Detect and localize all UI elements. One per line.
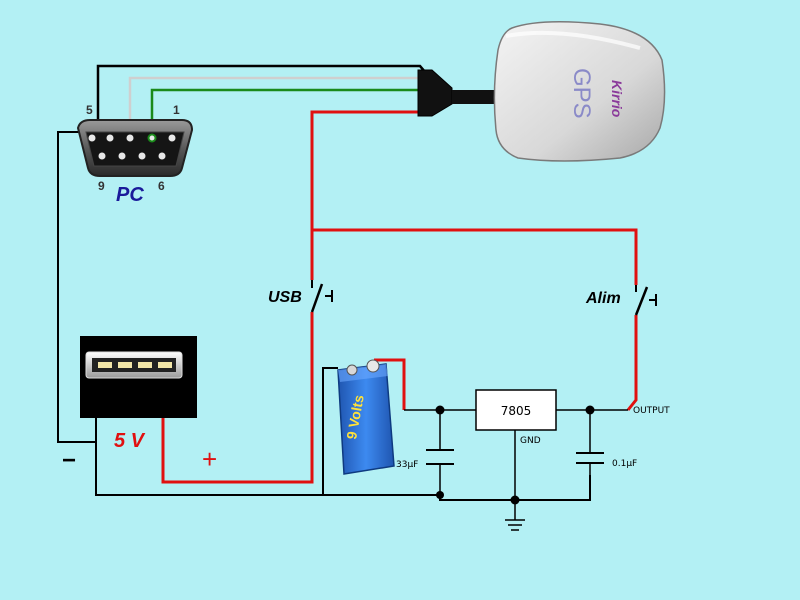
usb-switch: USB bbox=[268, 280, 333, 313]
regulator-gnd-label: GND bbox=[520, 436, 541, 446]
usb-switch-label: USB bbox=[268, 289, 302, 306]
usb-socket: 5 V − + bbox=[62, 336, 217, 474]
wire-black-pc-ground bbox=[57, 131, 96, 443]
wire-red-usb-5v bbox=[161, 312, 314, 484]
pin-9-label: 9 bbox=[98, 179, 105, 193]
ground-symbol bbox=[505, 519, 525, 531]
alim-switch-label: Alim bbox=[585, 290, 621, 307]
wire-usb-ground bbox=[95, 418, 440, 496]
capacitor-output-label: 0.1µF bbox=[612, 459, 637, 469]
usb-plus-label: + bbox=[202, 444, 217, 474]
power-wires bbox=[161, 110, 638, 484]
battery-9v: 9 Volts bbox=[337, 359, 395, 475]
wire-red-gps-power bbox=[310, 110, 420, 280]
gps-plug bbox=[417, 69, 453, 117]
alim-switch: Alim bbox=[585, 285, 657, 316]
pin-6-label: 6 bbox=[158, 179, 165, 193]
junction-dots bbox=[435, 405, 595, 505]
battery-terminal-minus bbox=[346, 364, 358, 376]
gps-label: GPS bbox=[568, 68, 595, 119]
wire-red-alim-output bbox=[626, 315, 638, 411]
usb-minus-label: − bbox=[62, 447, 76, 474]
regulator-7805: 7805 GND OUTPUT bbox=[475, 389, 670, 446]
pc-label: PC bbox=[116, 184, 144, 206]
pin-5-label: 5 bbox=[86, 103, 93, 117]
usb-voltage-label: 5 V bbox=[114, 430, 146, 452]
regulator-name: 7805 bbox=[501, 404, 532, 418]
gps-brand: Kirrio bbox=[609, 80, 625, 118]
battery-terminal-plus bbox=[366, 359, 380, 373]
wire-battery-ground bbox=[322, 367, 338, 495]
capacitor-output: 0.1µF bbox=[576, 452, 637, 469]
wire-red-alim-branch bbox=[312, 228, 638, 285]
db9-connector: 5 1 9 6 PC bbox=[76, 103, 194, 206]
pin-1-label: 1 bbox=[173, 103, 180, 117]
db9-pins bbox=[88, 133, 176, 160]
regulator-wires bbox=[404, 409, 628, 500]
capacitor-input: 33µF bbox=[396, 449, 454, 470]
regulator-output-label: OUTPUT bbox=[633, 406, 670, 416]
capacitor-input-label: 33µF bbox=[396, 460, 418, 470]
gps-module: Kirrio GPS bbox=[417, 21, 666, 162]
wire-red-battery-plus bbox=[374, 358, 406, 410]
battery-label: 9 Volts bbox=[343, 393, 367, 440]
